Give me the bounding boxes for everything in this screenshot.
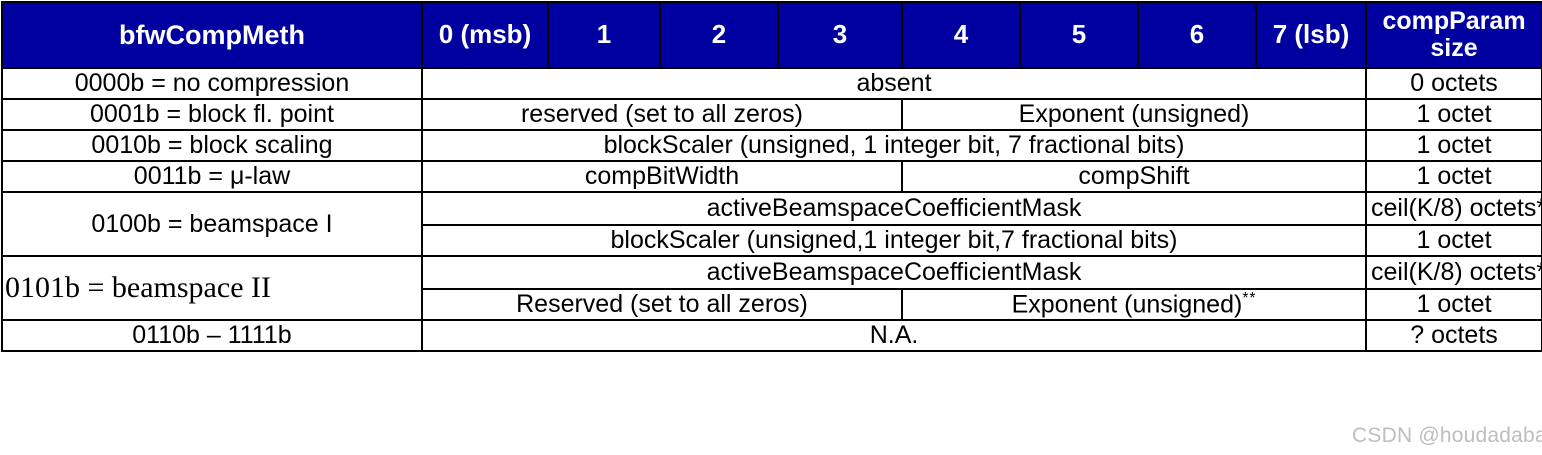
row-content-cell: reserved (set to all zeros) (421, 98, 903, 131)
row-label-cell: 0010b = block scaling (1, 129, 423, 162)
header-bit-3: 3 (777, 1, 903, 69)
content-text: Exponent (unsigned) (1011, 290, 1243, 319)
row-label-cell: 0110b – 1111b (1, 319, 423, 352)
row-content-cell: Exponent (unsigned) (901, 98, 1367, 131)
row-content-cell: compBitWidth (421, 160, 903, 193)
header-bit-7: 7 (lsb) (1255, 1, 1367, 69)
row-content-cell: absent (421, 67, 1367, 100)
row-content-cell: compShift (901, 160, 1367, 193)
row-label-cell: 0101b = beamspace II (1, 255, 423, 321)
header-bit-4: 4 (901, 1, 1021, 69)
row-content-cell: N.A. (421, 319, 1367, 352)
compparam-size-cell: 1 octet (1365, 160, 1542, 193)
compparam-size-cell: 0 octets (1365, 67, 1542, 100)
table-row: blockScaler (unsigned,1 integer bit,7 fr… (2, 224, 1542, 257)
row-content-cell: blockScaler (unsigned,1 integer bit,7 fr… (421, 224, 1367, 257)
compparam-size-cell: 1 octet (1365, 288, 1542, 321)
header-bit-1: 1 (547, 1, 661, 69)
bfwcompmeth-table: bfwCompMeth 0 (msb) 1 2 3 4 5 6 7 (lsb) … (1, 1, 1542, 352)
table-header: bfwCompMeth 0 (msb) 1 2 3 4 5 6 7 (lsb) … (1, 1, 1542, 69)
table-row: Reserved (set to all zeros)Exponent (uns… (2, 288, 1542, 321)
row-content-cell: activeBeamspaceCoefficientMask (421, 255, 1367, 290)
row-label-cell: 0000b = no compression (1, 67, 423, 100)
compparam-size-cell: 1 octet (1365, 98, 1542, 131)
footnote-marker: ** (1242, 290, 1257, 308)
header-compparam-size: compParam size (1365, 1, 1542, 69)
compparam-size-cell: ? octets (1365, 319, 1542, 352)
compparam-size-cell: 1 octet (1365, 129, 1542, 162)
row-label-cell: 0001b = block fl. point (1, 98, 423, 131)
header-bit-6: 6 (1137, 1, 1257, 69)
header-bfwcompmeth: bfwCompMeth (1, 1, 423, 69)
row-label-cell: 0011b = μ-law (1, 160, 423, 193)
row-content-cell: Exponent (unsigned)** (901, 288, 1367, 321)
compparam-size-cell: ceil(K/8) octets* (1365, 191, 1542, 226)
header-row: bfwCompMeth 0 (msb) 1 2 3 4 5 6 7 (lsb) … (1, 1, 1542, 69)
compparam-size-cell: ceil(K/8) octets* (1365, 255, 1542, 290)
row-content-cell: activeBeamspaceCoefficientMask (421, 191, 1367, 226)
header-bit-0: 0 (msb) (421, 1, 549, 69)
row-content-cell: Reserved (set to all zeros) (421, 288, 903, 321)
row-content-cell: blockScaler (unsigned, 1 integer bit, 7 … (421, 129, 1367, 162)
compparam-size-cell: 1 octet (1365, 224, 1542, 257)
header-bit-2: 2 (659, 1, 779, 69)
row-label-cell: 0100b = beamspace I (1, 191, 423, 257)
header-bit-5: 5 (1019, 1, 1139, 69)
